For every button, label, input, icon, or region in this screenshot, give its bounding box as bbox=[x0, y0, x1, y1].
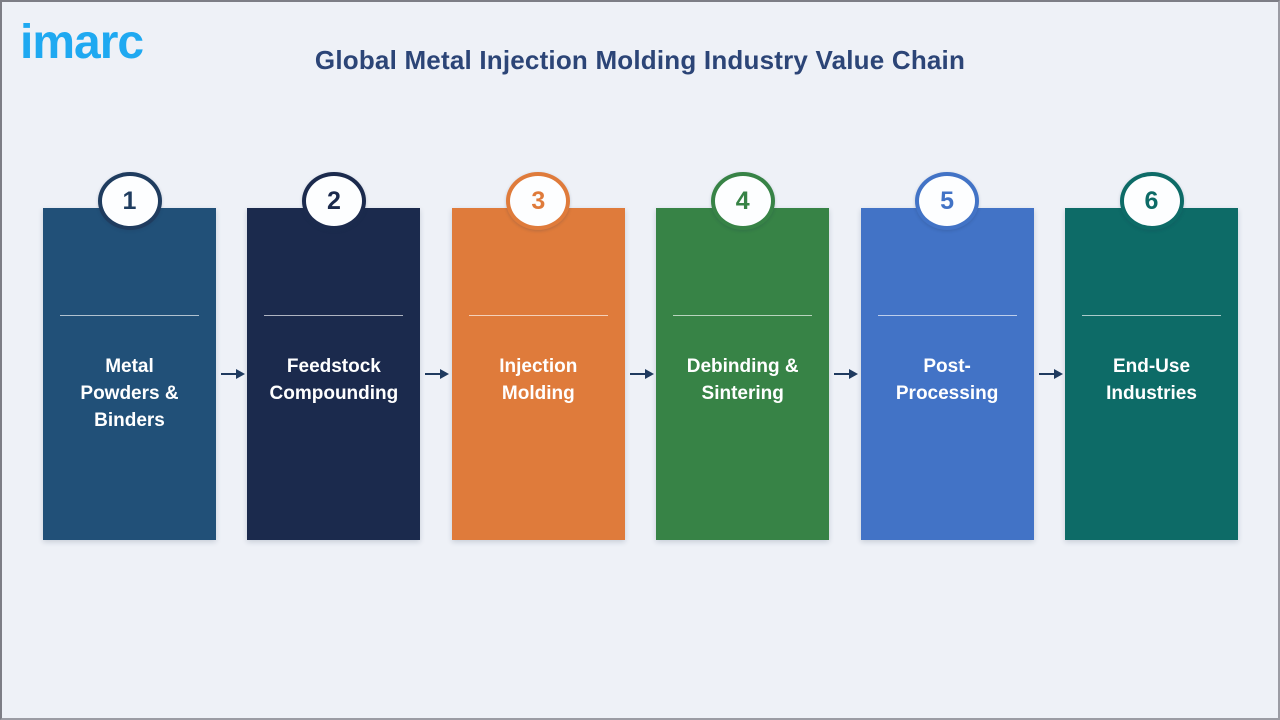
page-title: Global Metal Injection Molding Industry … bbox=[314, 45, 966, 75]
imarc-logo: imarc bbox=[20, 16, 144, 69]
value-chain-step: 3 Injection Molding bbox=[451, 172, 625, 540]
step-box: Debinding & Sintering bbox=[656, 208, 830, 540]
step-label: Feedstock Compounding bbox=[269, 356, 399, 404]
step-number-badge: 2 bbox=[301, 172, 366, 230]
step-number: 5 bbox=[940, 186, 955, 215]
step-number: 6 bbox=[1144, 186, 1159, 215]
step-box: Injection Molding bbox=[451, 208, 625, 540]
step-label: Metal Powders & Binders bbox=[80, 356, 179, 431]
step-label: End-Use Industries bbox=[1106, 356, 1197, 404]
step-number-badge: 3 bbox=[506, 172, 571, 230]
arrow-right-icon bbox=[834, 369, 859, 379]
step-label: Post- Processing bbox=[895, 356, 999, 404]
step-number: 3 bbox=[531, 186, 546, 215]
step-divider-line bbox=[264, 315, 404, 316]
step-divider-line bbox=[468, 315, 608, 316]
step-box: Metal Powders & Binders bbox=[43, 208, 216, 540]
step-label: Debinding & Sintering bbox=[686, 356, 799, 404]
step-number: 1 bbox=[122, 186, 137, 215]
step-divider-line bbox=[877, 315, 1017, 316]
arrow-right-icon bbox=[425, 369, 450, 379]
step-divider-line bbox=[60, 315, 199, 316]
step-number-badge: 5 bbox=[915, 172, 980, 230]
value-chain-step: 1 Metal Powders & Binders bbox=[43, 172, 216, 540]
arrow-right-icon bbox=[1038, 369, 1063, 379]
arrow-right-icon bbox=[629, 369, 654, 379]
step-box: Post- Processing bbox=[860, 208, 1034, 540]
value-chain-step: 2 Feedstock Compounding bbox=[247, 172, 421, 540]
step-number: 4 bbox=[735, 186, 750, 215]
step-label: Injection Molding bbox=[499, 356, 578, 404]
step-divider-line bbox=[673, 315, 813, 316]
step-box: Feedstock Compounding bbox=[247, 208, 421, 540]
step-number-badge: 6 bbox=[1119, 172, 1184, 230]
step-number-badge: 4 bbox=[710, 172, 775, 230]
arrow-right-icon bbox=[221, 369, 245, 379]
step-box: End-Use Industries bbox=[1065, 208, 1238, 540]
step-number: 2 bbox=[326, 186, 341, 215]
value-chain-step: 5 Post- Processing bbox=[860, 172, 1034, 540]
value-chain-step: 4 Debinding & Sintering bbox=[656, 172, 830, 540]
step-number-badge: 1 bbox=[97, 172, 162, 230]
value-chain-step: 6 End-Use Industries bbox=[1065, 172, 1238, 540]
step-divider-line bbox=[1082, 315, 1221, 316]
